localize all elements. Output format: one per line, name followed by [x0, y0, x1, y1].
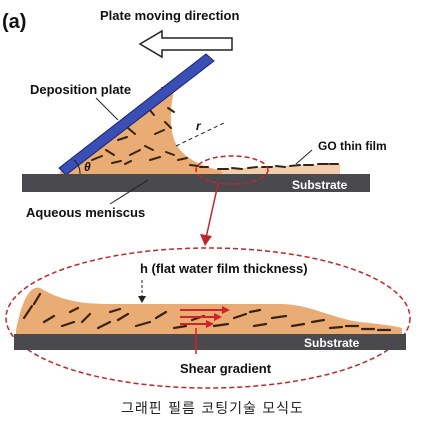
- go-film-label: GO thin film: [318, 139, 387, 153]
- deposition-plate-label: Deposition plate: [30, 82, 131, 97]
- radius-label: r: [196, 119, 202, 133]
- go-flakes-film: [217, 163, 339, 170]
- shear-arrows: [180, 309, 222, 325]
- h-label: h (flat water film thickness): [140, 261, 308, 276]
- zoom-detail-ellipse: [5, 247, 411, 389]
- substrate-top: [22, 174, 370, 192]
- meniscus-pointer: [109, 179, 149, 205]
- radius-line: [175, 121, 227, 147]
- deposition-plate-pointer: [95, 97, 119, 121]
- meniscus-label: Aqueous meniscus: [26, 205, 145, 220]
- substrate-bottom: [14, 334, 406, 350]
- direction-label: Plate moving direction: [100, 8, 239, 23]
- shear-label: Shear gradient: [180, 361, 272, 376]
- panel-label: (a): [2, 11, 26, 33]
- go-thin-film-layer: [210, 164, 340, 176]
- go-coating-schematic: (a) Plate moving direction Substrate θ r…: [2, 8, 411, 389]
- left-arrow-icon: [138, 29, 233, 59]
- substrate-top-label: Substrate: [292, 178, 348, 192]
- shear-arrowheads: [206, 306, 230, 328]
- zoom-arrow: [205, 183, 219, 239]
- go-film-pointer: [295, 149, 313, 165]
- h-arrowhead: [138, 296, 146, 303]
- go-flakes-top: [91, 87, 209, 168]
- deposition-plate: [58, 53, 215, 176]
- figure-caption: 그래핀 필름 코팅기술 모식도: [121, 401, 304, 417]
- theta-arc: [73, 159, 81, 175]
- aqueous-meniscus: [60, 75, 222, 176]
- substrate-bottom-label: Substrate: [304, 336, 360, 350]
- theta-label: θ: [84, 160, 91, 174]
- zoom-source-ellipse: [195, 155, 269, 185]
- zoom-arrowhead: [200, 234, 212, 246]
